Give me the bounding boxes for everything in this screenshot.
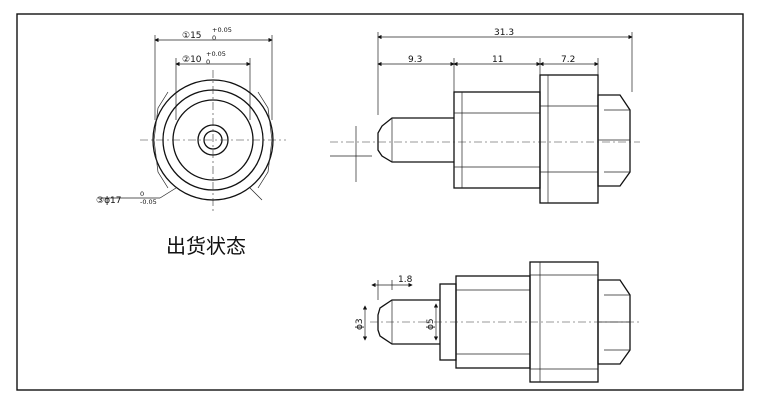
- front-dim-outer-tol-lower: 0: [212, 34, 216, 42]
- side-view: 31.3 9.3 11 7.2: [330, 28, 640, 204]
- front-dim-inner-tol-lower: 0: [206, 58, 210, 66]
- front-dim-body-tol-lower: -0.05: [140, 198, 157, 206]
- side-dim-pin: 9.3: [408, 55, 422, 65]
- bottom-dim-shaft-dia: ϕ5: [426, 318, 436, 330]
- bottom-pin: [377, 299, 440, 345]
- front-dim-inner-tol-upper: +0.05: [206, 50, 226, 58]
- drawing-frame: [16, 13, 744, 391]
- side-hex-body: [453, 91, 541, 189]
- side-flange: [539, 74, 599, 204]
- front-dim-body-label: ③ϕ17: [96, 196, 121, 206]
- front-view: ①15 +0.05 0 ②10 +0.05 0 ③ϕ17 0 -0.05: [96, 26, 286, 258]
- front-dim-outer-label: ①15: [182, 31, 202, 41]
- side-dim-cap: 7.2: [561, 55, 575, 65]
- front-dim-inner-label: ②10: [182, 55, 202, 65]
- bottom-view: 1.8 ϕ3 ϕ5: [355, 261, 640, 383]
- side-hex-cap: [597, 94, 631, 187]
- front-dim-body-tol-upper: 0: [140, 190, 144, 198]
- side-dim-hex: 11: [492, 55, 503, 65]
- bottom-dim-step: 1.8: [398, 275, 413, 285]
- side-dim-overall: 31.3: [494, 28, 514, 38]
- front-caption: 出货状态: [166, 234, 246, 258]
- side-pin: [377, 117, 454, 163]
- bottom-dim-pin-dia: ϕ3: [355, 318, 365, 330]
- front-dim-outer-tol-upper: +0.05: [212, 26, 232, 34]
